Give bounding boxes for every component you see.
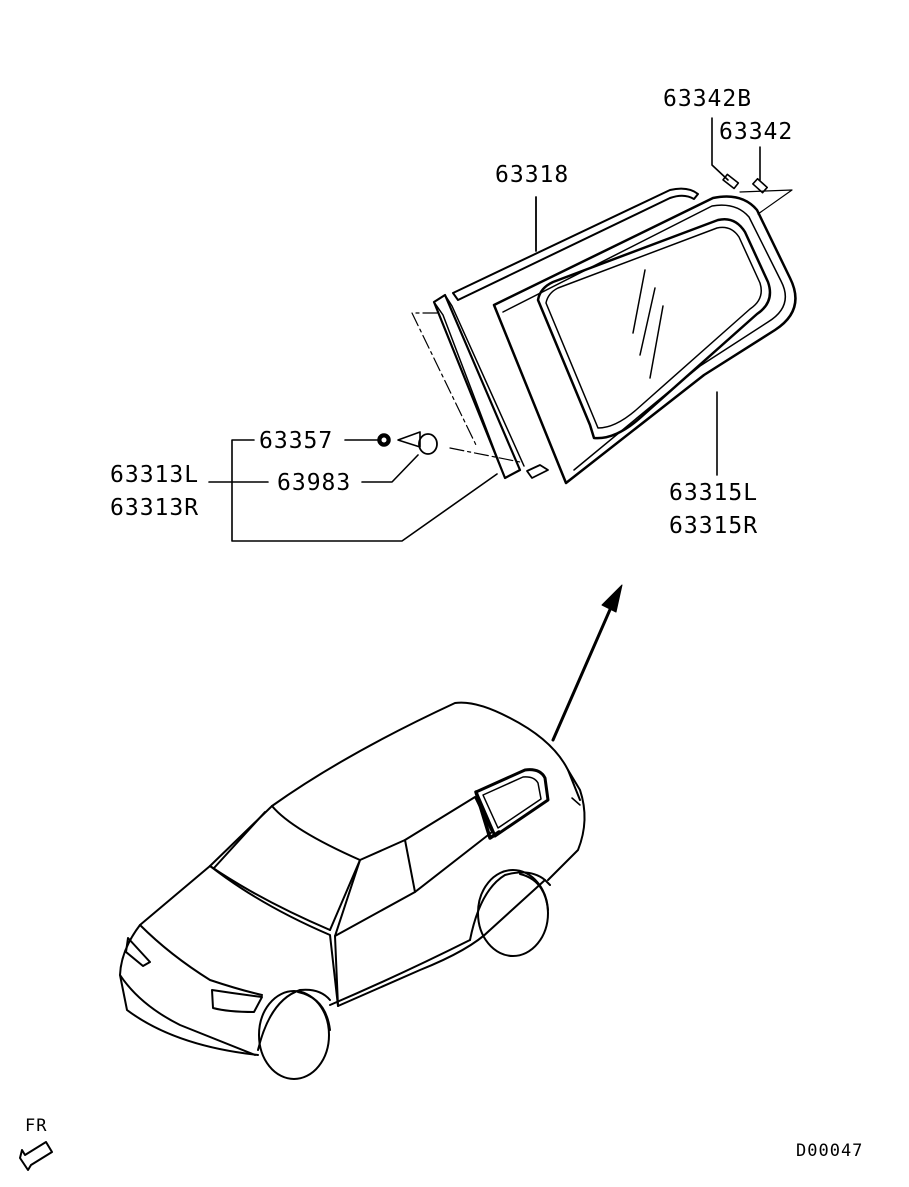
label-63315r: 63315R [669, 513, 759, 539]
label-fr: FR [25, 1116, 48, 1136]
grommet-63983 [362, 432, 437, 482]
pointer-arrow [553, 585, 622, 740]
diagram-code: D00047 [796, 1141, 864, 1161]
label-63983: 63983 [277, 470, 352, 496]
front-molding [434, 295, 548, 478]
quarter-window-glass [494, 197, 795, 484]
clip-63342 [753, 147, 767, 193]
vehicle-outline [120, 703, 585, 1079]
leader-lines [209, 392, 717, 541]
label-63318: 63318 [495, 162, 570, 188]
label-63315l: 63315L [669, 480, 759, 506]
front-direction-arrow-icon [20, 1142, 52, 1170]
label-63357: 63357 [259, 428, 334, 454]
label-63342b: 63342B [663, 86, 753, 112]
label-63313r: 63313R [110, 495, 200, 521]
nut-63357 [345, 434, 390, 446]
guide-lines [412, 190, 792, 462]
upper-molding [453, 189, 698, 300]
clip-63342b [712, 118, 738, 188]
label-63342: 63342 [719, 119, 794, 145]
label-63313l: 63313L [110, 462, 200, 488]
